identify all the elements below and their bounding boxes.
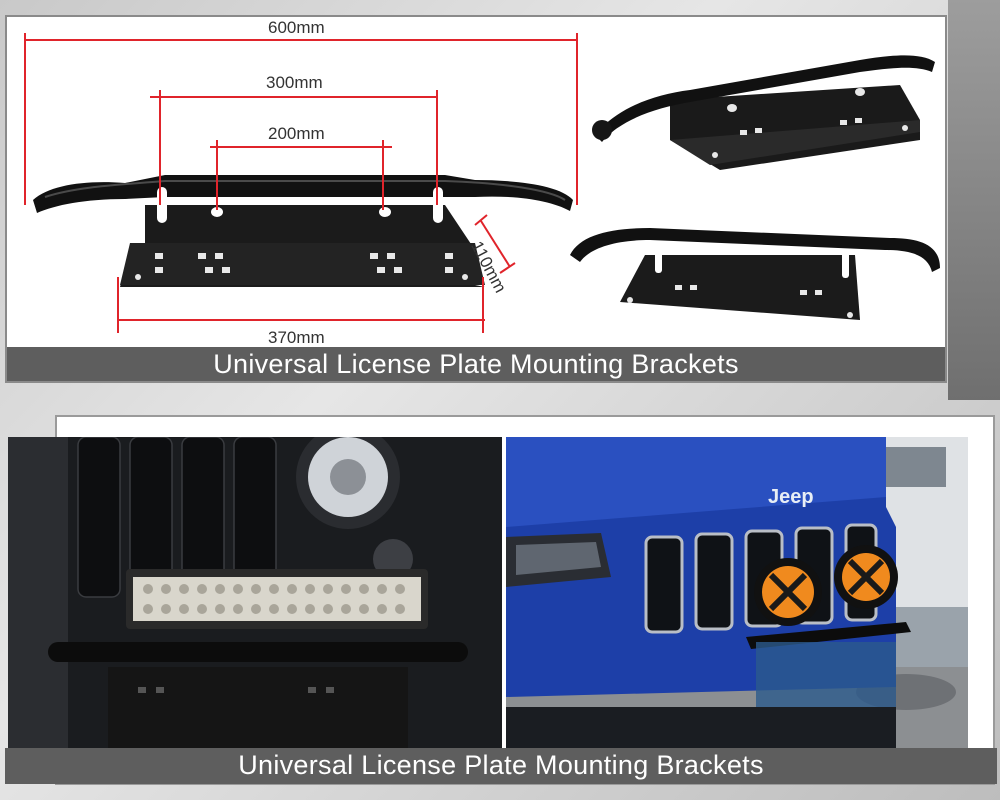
dimension-plate-width: 370mm — [268, 328, 325, 347]
corner-decoration — [948, 0, 1000, 400]
jeep-badge: Jeep — [768, 486, 814, 508]
dimension-inner-hole-spacing: 200mm — [268, 124, 325, 143]
bracket-diagram — [24, 33, 578, 333]
photo-jeep-lights-installed — [506, 437, 968, 749]
bracket-angled-views — [570, 55, 940, 320]
top-caption: Universal License Plate Mounting Bracket… — [213, 349, 739, 379]
dimension-outer-slot-spacing: 300mm — [266, 73, 323, 92]
bracket-perspective-view — [592, 55, 935, 170]
dimension-overall-width: 600mm — [268, 18, 325, 37]
photo-light-bar-installed — [8, 437, 502, 749]
bottom-caption: Universal License Plate Mounting Bracket… — [238, 750, 764, 780]
dimension-lines — [24, 33, 578, 333]
bracket-side-view — [570, 228, 940, 320]
top-caption-bar: Universal License Plate Mounting Bracket… — [5, 347, 947, 383]
bottom-caption-bar: Universal License Plate Mounting Bracket… — [5, 748, 997, 784]
